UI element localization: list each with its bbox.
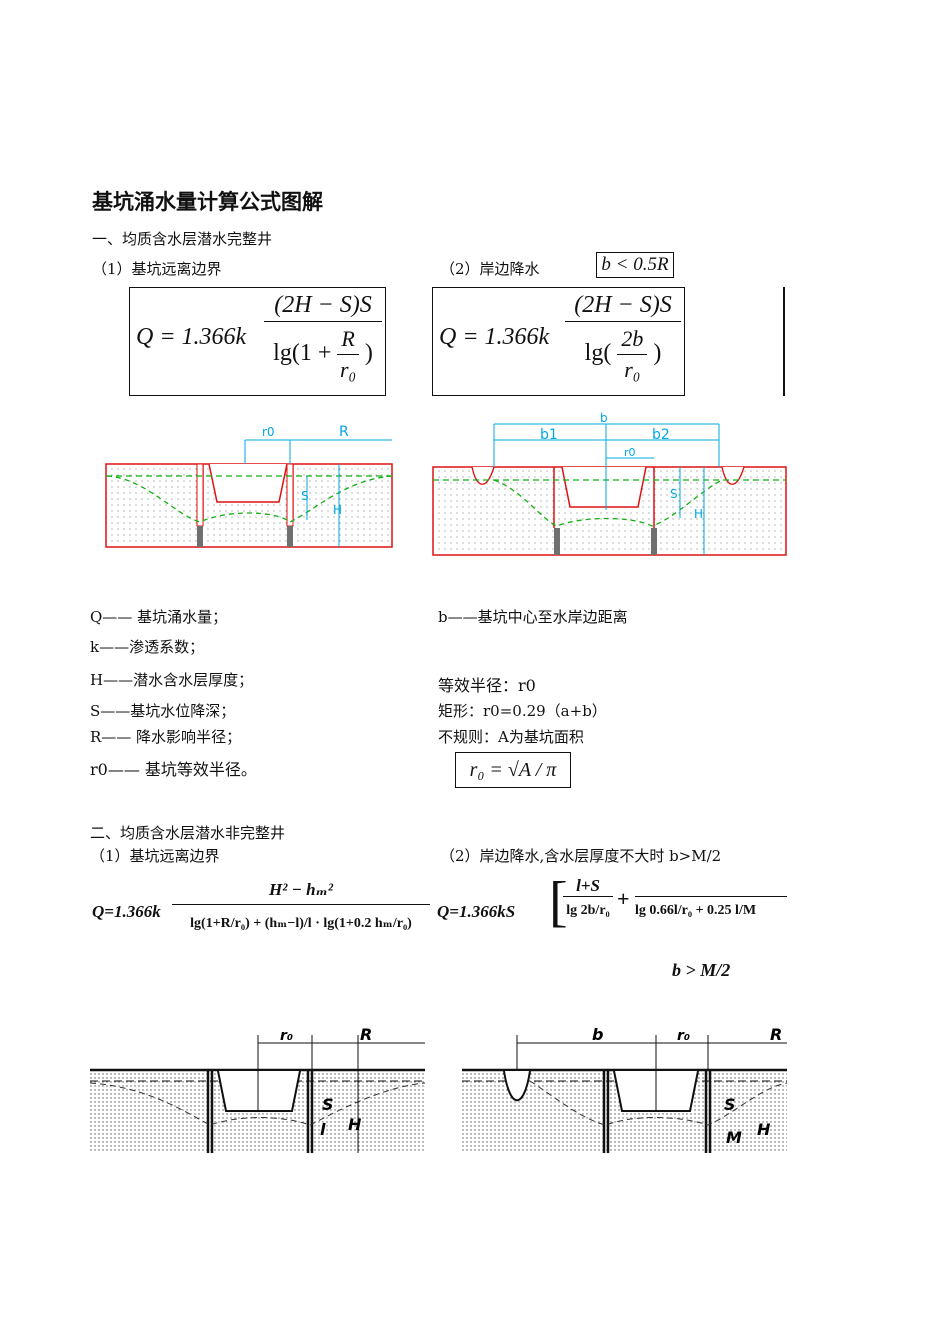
formula4-lhs: Q=1.366kS: [437, 902, 516, 921]
diagram3-partial-well-far: r₀ R S H l: [90, 1025, 426, 1153]
formula2-den-den: r₀: [624, 357, 641, 382]
section2-condition: b > M/2: [672, 960, 731, 980]
def-S: S——基坑水位降深；: [90, 702, 236, 720]
def-R: R—— 降水影响半径；: [90, 728, 242, 746]
def-b: b——基坑中心至水岸边距离: [438, 608, 628, 626]
diagram2-pit-near-shore: b b1 b2 r0 S H: [432, 411, 787, 556]
formula2-num: (2H − S)S: [565, 292, 681, 322]
d3-S-label: S: [322, 1095, 334, 1114]
diagram1-pit-far-boundary: r0 R S H: [105, 424, 393, 548]
d4-H-label: H: [757, 1120, 771, 1139]
def-Q: Q—— 基坑涌水量；: [90, 608, 228, 626]
d2-r0-label: r0: [624, 446, 636, 459]
d3-l-label: l: [320, 1120, 326, 1139]
formula2-den-num: 2b: [617, 326, 648, 355]
diagram4-partial-well-shore: b r₀ R S H M: [462, 1025, 787, 1153]
section1-sub1: （1）基坑远离边界: [92, 260, 222, 278]
d1-H-label: H: [333, 503, 342, 517]
d2-b2-label: b2: [652, 427, 670, 443]
def-r0: r0—— 基坑等效半径。: [90, 760, 257, 779]
irregular-formula: 不规则：A为基坑面积: [438, 728, 584, 746]
d1-S-label: S: [301, 489, 309, 503]
formula4-t1-den: lg 2b/r₀: [566, 903, 610, 918]
d4-S-label: S: [724, 1095, 736, 1114]
def-k: k——渗透系数；: [90, 638, 205, 656]
d2-b-label: b: [600, 411, 608, 425]
page-title: 基坑涌水量计算公式图解: [92, 190, 323, 214]
formula1-den-den: r₀: [339, 357, 357, 382]
formula2-lhs: Q = 1.366k: [439, 324, 550, 350]
equiv-radius: 等效半径：r0: [438, 676, 536, 695]
formula4-t2-den: lg 0.66l/r₀ + 0.25 l/M: [635, 903, 757, 918]
d1-R-label: R: [339, 424, 349, 440]
d1-r0-label: r0: [262, 425, 275, 439]
d4-R-label: R: [770, 1025, 782, 1044]
formula3: Q=1.366k H² − hₘ² lg(1+R/r₀) + (hₘ−l)/l …: [92, 880, 432, 970]
formula3-num: H² − hₘ²: [172, 880, 430, 905]
formula3-den: lg(1+R/r₀) + (hₘ−l)/l · lg(1+0.2 hₘ/r₀): [190, 916, 412, 931]
formula1-den-post: ): [364, 340, 373, 367]
section2-sub1: （1）基坑远离边界: [90, 847, 220, 865]
d4-b-label: b: [592, 1025, 603, 1044]
condition-box: b < 0.5R: [596, 252, 674, 278]
section1-sub2: （2）岸边降水: [440, 260, 540, 278]
formula1-den-num: R: [337, 326, 359, 355]
d2-S-label: S: [670, 487, 678, 501]
formula4-t1-num: l+S: [563, 876, 613, 897]
formula1-lhs: Q = 1.366k: [136, 324, 247, 350]
section2-heading: 二、均质含水层潜水非完整井: [90, 824, 286, 842]
clipped-box-edge: [783, 287, 785, 396]
formula2-den-pre: lg(: [584, 340, 612, 367]
rect-formula: 矩形：r0=0.29（a+b）: [438, 702, 607, 720]
section1-heading: 一、均质含水层潜水完整井: [92, 230, 273, 248]
d4-r0-label: r₀: [677, 1028, 690, 1044]
def-H: H——潜水含水层厚度；: [90, 671, 254, 689]
d2-H-label: H: [694, 507, 703, 521]
d4-M-label: M: [726, 1128, 742, 1147]
section2-sub2: （2）岸边降水,含水层厚度不大时 b>M/2: [440, 847, 722, 865]
r0-formula-box: r₀ = √A / π: [455, 752, 571, 788]
d2-b1-label: b1: [540, 427, 558, 443]
formula2-den-post: ): [653, 340, 662, 367]
d3-R-label: R: [360, 1025, 372, 1044]
d3-H-label: H: [348, 1115, 362, 1134]
d3-r0-label: r₀: [280, 1028, 293, 1044]
formula1-num: (2H − S)S: [264, 292, 382, 322]
formula4: Q=1.366kS [ l+S lg 2b/r₀ + lg 0.66l/r₀ +…: [437, 872, 787, 962]
formula3-lhs: Q=1.366k: [92, 902, 161, 921]
formula1-den-pre: lg(1 +: [273, 340, 332, 367]
